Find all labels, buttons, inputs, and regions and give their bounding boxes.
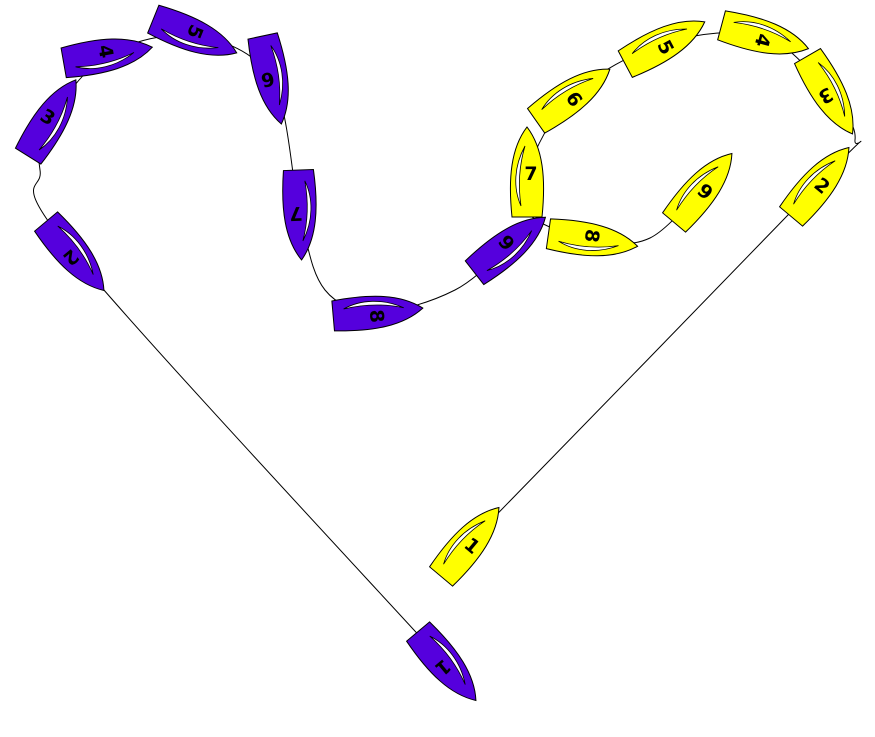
boat-number-label: 7 [524, 163, 537, 185]
purple-boat-4: 4 [61, 31, 155, 79]
boat-number-label: 7 [289, 202, 303, 224]
purple-boat-8: 8 [332, 292, 425, 333]
yellow-boat-4: 4 [717, 9, 813, 64]
yellow-boat-9: 9 [661, 143, 744, 233]
purple-boat-2: 2 [33, 211, 116, 301]
purple-boat-1: 1 [405, 621, 488, 711]
purple-boat-6: 6 [246, 33, 297, 128]
yellow-boat-3: 3 [793, 48, 867, 143]
yellow-boat-5: 5 [617, 7, 712, 79]
purple-boat-3: 3 [14, 71, 90, 165]
yellow-boat-6: 6 [527, 56, 620, 135]
purple-boat-7: 7 [282, 169, 318, 260]
yellow-boat-2: 2 [778, 137, 861, 227]
purple-boat-5: 5 [147, 4, 243, 68]
boat-number-label: 8 [365, 309, 388, 324]
yellow-boat-1: 1 [428, 497, 511, 587]
yellow-boat-7: 7 [510, 127, 543, 217]
yellow-boat-8: 8 [546, 217, 640, 262]
